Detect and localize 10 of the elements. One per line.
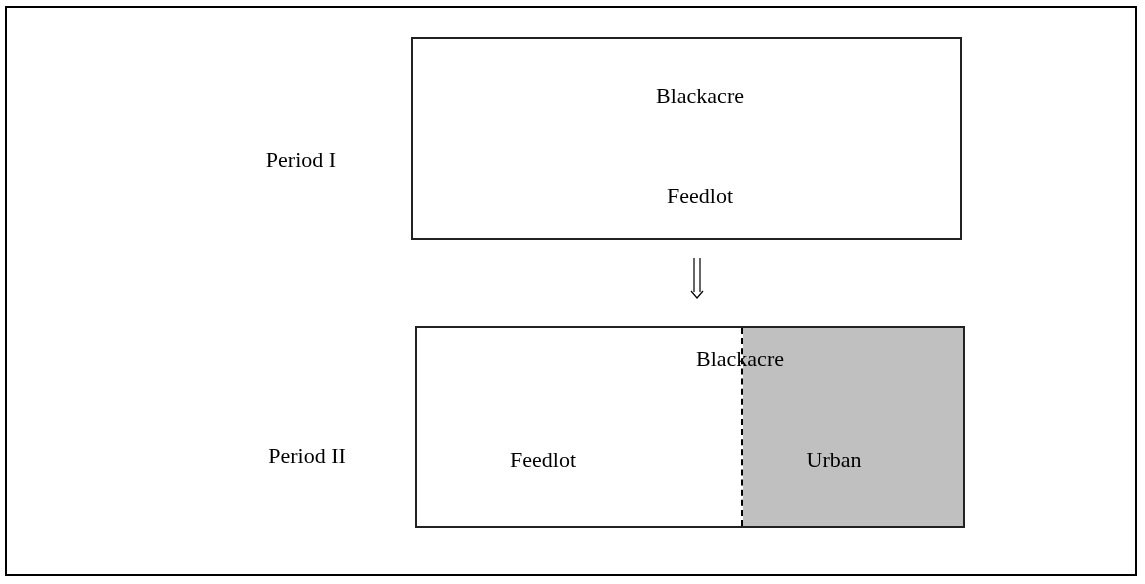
region-label: Urban (806, 449, 862, 471)
plot-box (415, 326, 965, 528)
plot-box (411, 37, 962, 240)
period-label: Period I (265, 149, 337, 171)
region-label: Blackacre (656, 85, 744, 107)
double-arrow (690, 257, 704, 299)
region-label: Blackacre (696, 348, 784, 370)
region-label: Feedlot (667, 185, 733, 207)
region-label: Feedlot (510, 449, 576, 471)
period-label: Period II (268, 445, 346, 467)
